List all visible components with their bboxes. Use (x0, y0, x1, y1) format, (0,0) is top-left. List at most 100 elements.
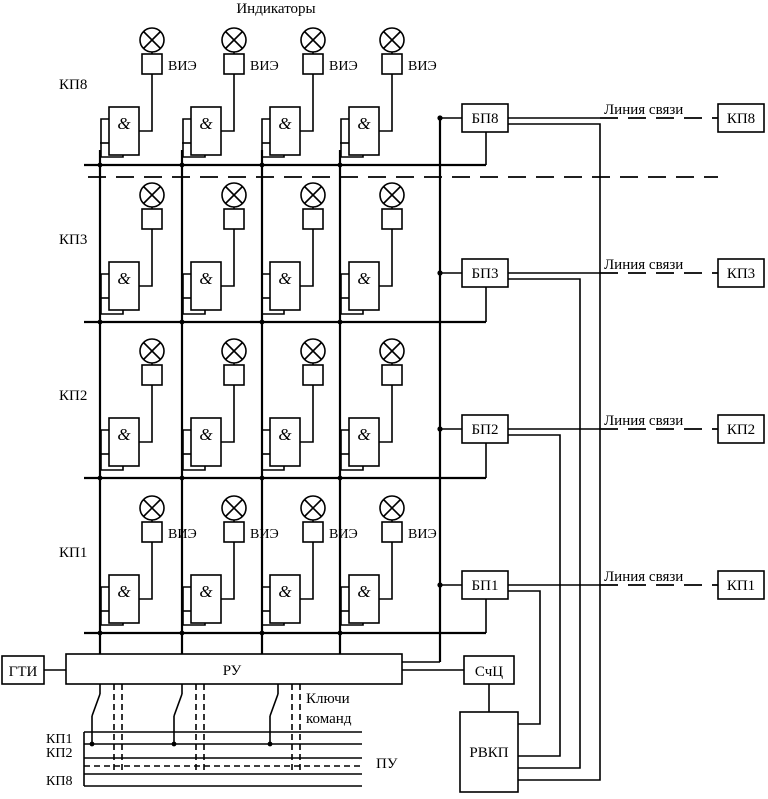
schc-block: СчЦ (463, 655, 515, 685)
command-key-3 (267, 684, 301, 774)
indicator-lamp-icon (221, 495, 247, 521)
indicator-lamp-icon (139, 338, 165, 364)
junction-dot (437, 115, 443, 121)
junction-dot (267, 741, 273, 747)
and-symbol: & (199, 582, 213, 601)
and-gate (108, 106, 140, 156)
and-symbol: & (357, 582, 371, 601)
vie-label: ВИЭ (168, 527, 197, 542)
remote-kp-label: КП3 (727, 266, 755, 282)
and-symbol: & (278, 582, 292, 601)
key-switch (91, 693, 101, 717)
vie-to-and (221, 385, 235, 443)
and-input-left (100, 586, 124, 626)
junction-dot (259, 475, 265, 481)
pu-label: ПУ (376, 756, 398, 772)
indicator-lamp-icon (300, 495, 326, 521)
and-symbol: & (117, 269, 131, 288)
bp-label: БП8 (472, 111, 499, 127)
vie-box (141, 53, 163, 75)
cell: ВИЭ& (97, 27, 197, 168)
junction-dot (437, 426, 443, 432)
junction-dot (437, 582, 443, 588)
and-symbol: & (199, 425, 213, 444)
vie-box (302, 364, 324, 386)
vie-label: ВИЭ (408, 527, 437, 542)
schc-label: СчЦ (475, 664, 503, 680)
link-label: Линия связи (604, 257, 683, 273)
cell: ВИЭ& (259, 27, 358, 168)
gti-block: ГТИ (1, 655, 45, 685)
lamp-cross (224, 185, 244, 205)
cell: ВИЭ& (337, 27, 437, 168)
and-input-left (261, 118, 285, 158)
link-label: Линия связи (604, 102, 683, 118)
bp-to-rvkp (508, 434, 561, 757)
rvkp-label: РВКП (469, 745, 508, 761)
remote-kp-box (717, 570, 765, 600)
indicator-lamp-icon (221, 27, 247, 53)
vie-to-and (221, 74, 235, 132)
keys-label-line1: Ключи (306, 691, 350, 707)
remote-kp-box (717, 414, 765, 444)
command-keys (89, 684, 301, 774)
vie-label: ВИЭ (329, 59, 358, 74)
indicator-lamp-icon (379, 27, 405, 53)
keys-label-line2: команд (306, 711, 352, 727)
and-input-left (100, 273, 124, 315)
and-input-left (182, 118, 206, 158)
vie-box (302, 521, 324, 543)
remote-kp-label: КП2 (727, 422, 755, 438)
vie-to-and (221, 542, 235, 600)
and-symbol: & (278, 425, 292, 444)
lamp-cross (382, 30, 402, 50)
key-switch (173, 693, 183, 717)
junction-dot (337, 319, 343, 325)
vie-box (141, 521, 163, 543)
bp-box (461, 414, 509, 444)
vie-box (141, 364, 163, 386)
and-gate (348, 417, 380, 467)
vie-label: ВИЭ (250, 527, 279, 542)
lamp-cross (382, 498, 402, 518)
vie-box (223, 521, 245, 543)
indicator-grid: КП8ВИЭ&ВИЭ&ВИЭ&ВИЭ&КП3&&&&КП2&&&&КП1ВИЭ&… (59, 27, 487, 663)
and-gate (348, 106, 380, 156)
cell: ВИЭ & (179, 495, 279, 636)
cell: & (259, 338, 326, 481)
junction-dot (337, 475, 343, 481)
and-input-left (261, 273, 285, 315)
and-gate (348, 261, 380, 311)
and-gate (348, 574, 380, 624)
lamp-cross (142, 498, 162, 518)
pu-row-label-kp1: КП1 (46, 732, 72, 747)
and-gate (190, 574, 222, 624)
indicator-lamp-icon (139, 495, 165, 521)
vie-box (223, 53, 245, 75)
and-symbol: & (117, 114, 131, 133)
bp-to-rvkp (508, 590, 541, 725)
remote-kp-label: КП8 (727, 111, 755, 127)
and-input-left (261, 586, 285, 626)
vie-to-and (379, 229, 393, 287)
and-gate (190, 417, 222, 467)
vie-to-and (300, 385, 314, 443)
lamp-cross (303, 185, 323, 205)
and-input-left (100, 429, 124, 471)
junction-dot (171, 741, 177, 747)
bp-label: БП2 (472, 422, 499, 438)
remote-kp-box (717, 258, 765, 288)
key-switch (269, 693, 279, 717)
indicator-lamp-icon (300, 182, 326, 208)
and-gate (269, 106, 301, 156)
and-input-left (340, 586, 364, 626)
row-label: КП3 (59, 232, 87, 248)
lamp-cross (303, 341, 323, 361)
and-gate (108, 417, 140, 467)
indicator-lamp-icon (221, 182, 247, 208)
vie-box (381, 521, 403, 543)
cell: ВИЭ& (97, 495, 197, 636)
